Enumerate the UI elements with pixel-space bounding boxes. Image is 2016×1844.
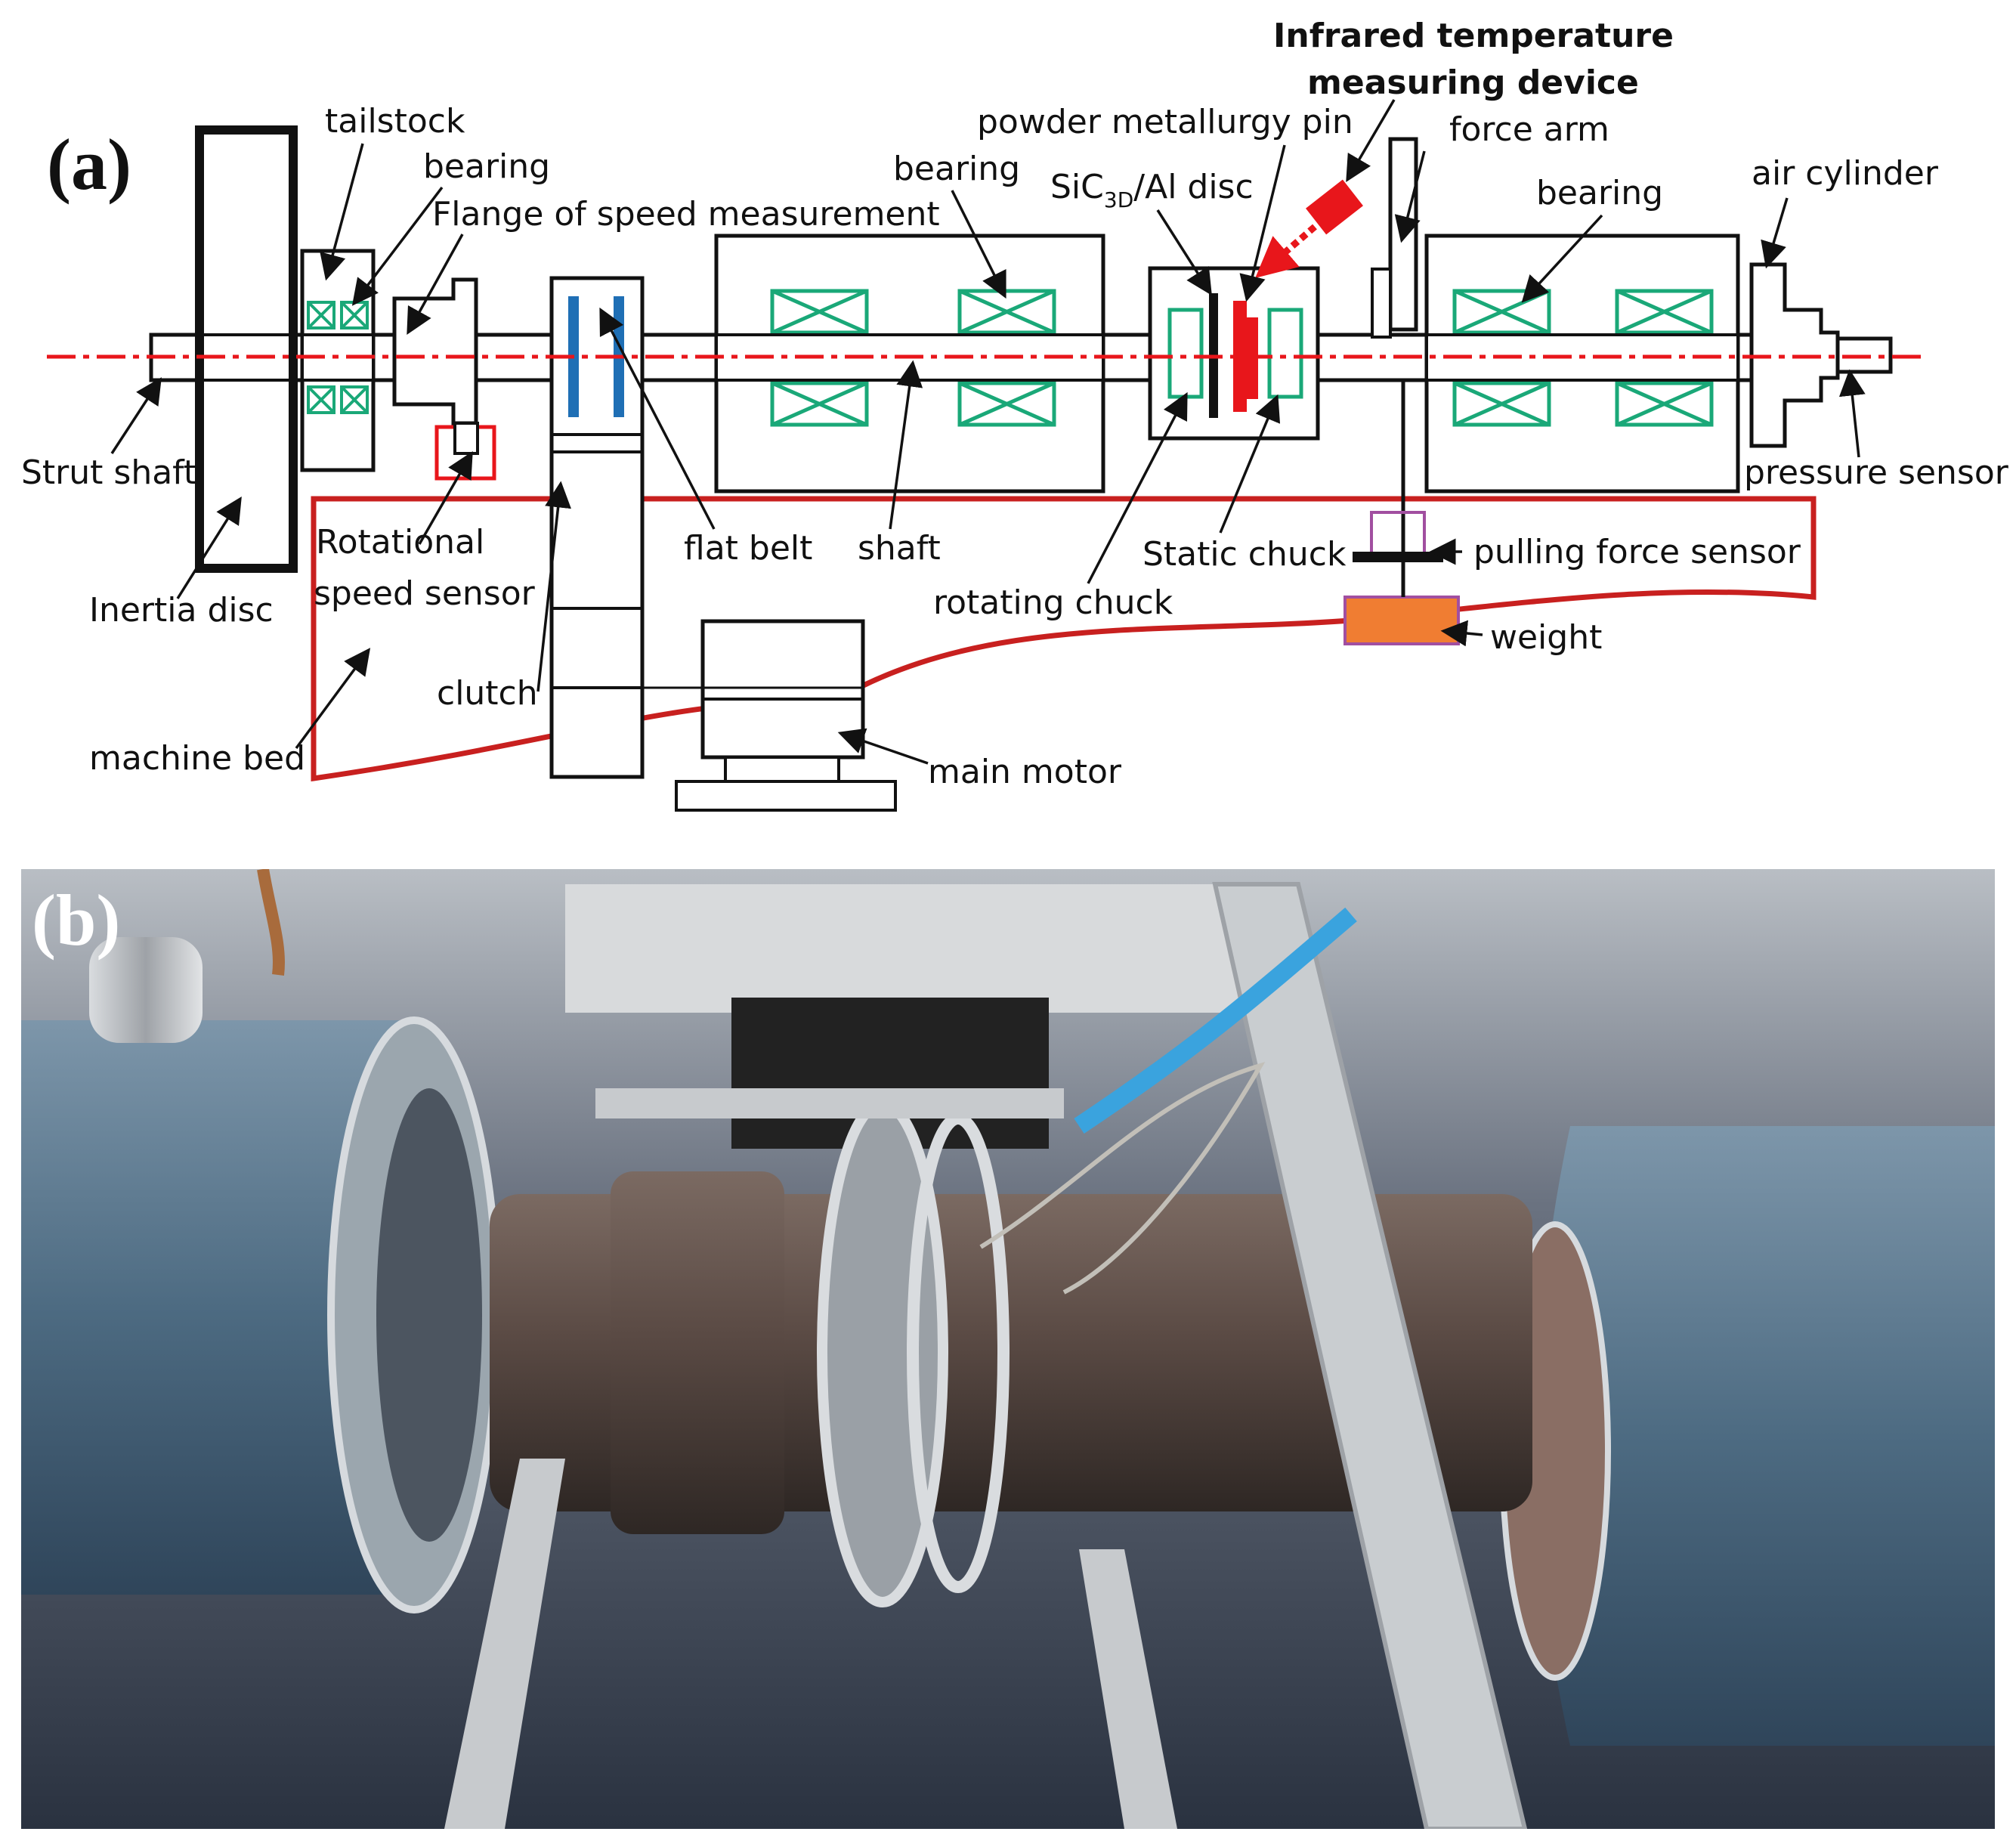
blue-air-tube (1074, 907, 1357, 1134)
schematic-diagram: (a) (21, 17, 2009, 812)
label-powder-pin: powder metallurgy pin (977, 103, 1353, 141)
infrared-device (1306, 179, 1363, 235)
label-bearing-right: bearing (1536, 174, 1663, 212)
main-motor (700, 619, 865, 760)
label-infrared-line2: measuring device (1307, 63, 1639, 102)
leader-arrows (110, 99, 1866, 765)
test-rig-photograph: (b) (21, 869, 1995, 1829)
thermocouple-wire (979, 1062, 1266, 1295)
label-rotational-line1: Rotational (316, 523, 484, 562)
label-air-cylinder: air cylinder (1752, 154, 1939, 193)
speed-flange (392, 277, 478, 425)
label-rotating-chuck: rotating chuck (933, 583, 1173, 622)
brown-cable (257, 869, 285, 976)
inertia-disc (195, 125, 298, 573)
mid-bearings (770, 289, 1056, 427)
motor-stand (724, 756, 840, 783)
motor-base (675, 780, 897, 812)
label-sic-al-disc: SiC3D/Al disc (1050, 168, 1254, 212)
force-arm-photo (1212, 882, 1528, 1829)
label-inertia-disc: Inertia disc (89, 591, 274, 630)
clutch-column (549, 276, 645, 779)
label-machine-bed: machine bed (89, 739, 305, 778)
static-chuck (1267, 308, 1303, 399)
infrared-beam (1255, 224, 1317, 278)
back-wall (565, 884, 1245, 1013)
label-weight: weight (1490, 618, 1602, 657)
support-bracket-right (1079, 1549, 1177, 1829)
force-arm-bracket (1371, 268, 1392, 339)
support-bracket (444, 1459, 565, 1829)
label-static-chuck: Static chuck (1143, 535, 1347, 574)
label-rotational-line2: speed sensor (314, 574, 536, 613)
panel-b-tag: (b) (32, 880, 120, 961)
rotating-chuck (1167, 308, 1204, 399)
tailstock-bearings (307, 301, 369, 414)
label-clutch: clutch (437, 674, 538, 713)
label-bearing-mid: bearing (893, 150, 1020, 188)
label-force-arm: force arm (1449, 110, 1609, 149)
top-frame (595, 1088, 1064, 1118)
pulling-force-sensor (1370, 511, 1426, 556)
label-flat-belt: flat belt (684, 529, 812, 568)
label-strut-shaft: Strut shaft (21, 453, 196, 492)
label-main-motor: main motor (928, 753, 1122, 791)
label-shaft: shaft (858, 529, 941, 568)
speed-sensor-head (453, 422, 479, 455)
weight-block (1343, 596, 1460, 645)
panel-a-tag: (a) (47, 124, 131, 205)
label-pulling-force: pulling force sensor (1473, 533, 1801, 571)
right-housing (1536, 1126, 1995, 1746)
shaft-collar-left (611, 1171, 784, 1534)
label-infrared-line1: Infrared temperature (1273, 17, 1674, 55)
left-knob (89, 937, 203, 1043)
sensor-plate (1353, 552, 1443, 562)
right-bearings (1452, 289, 1714, 427)
label-flange: Flange of speed measurement (432, 195, 940, 234)
label-bearing-left: bearing (423, 147, 550, 186)
label-pressure-sensor: pressure sensor (1744, 453, 2009, 492)
label-tailstock: tailstock (325, 102, 465, 141)
